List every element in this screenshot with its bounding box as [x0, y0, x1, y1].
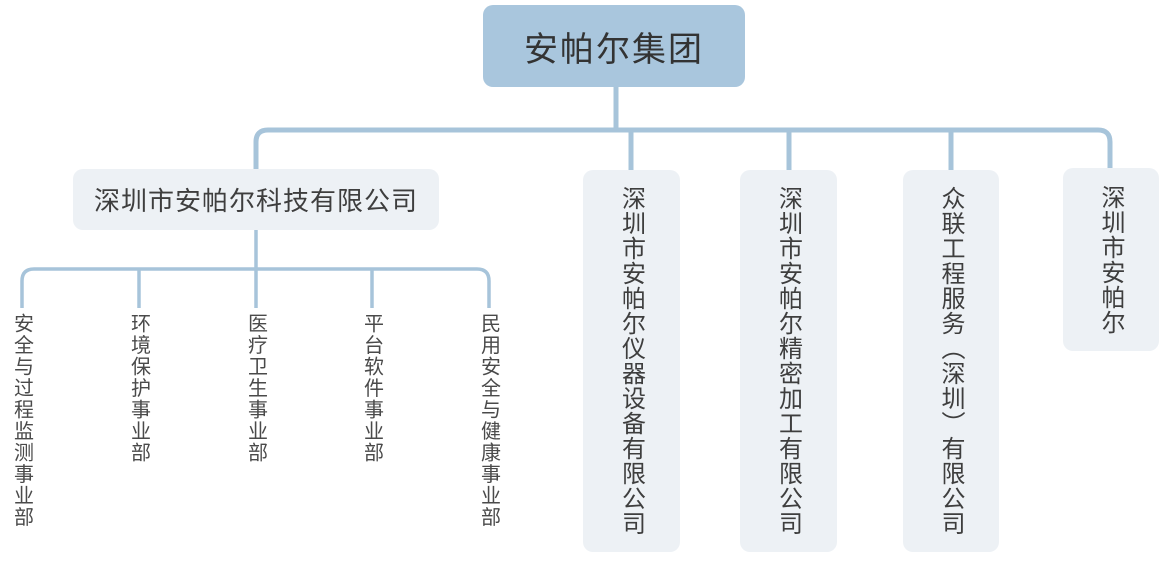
org-node-instrument-company: 深圳市安帕尔仪器设备有限公司	[583, 170, 680, 552]
dept-label-environmental-protection: 环境保护事业部	[127, 313, 152, 464]
org-node-precision-company-label: 深圳市安帕尔精密加工有限公司	[774, 186, 803, 536]
org-node-tech-company-label: 深圳市安帕尔科技有限公司	[93, 187, 418, 217]
dept-label-safety-process-monitoring: 安全与过程监测事业部	[10, 313, 35, 528]
org-node-zhonglian-company: 众联工程服务（深圳）有限公司	[903, 170, 999, 552]
org-node-zhonglian-company-label: 众联工程服务（深圳）有限公司	[937, 186, 965, 536]
org-node-instrument-company-label: 深圳市安帕尔仪器设备有限公司	[617, 186, 646, 536]
level2-connectors	[20, 229, 491, 308]
org-node-anpaer-company: 深圳市安帕尔	[1063, 168, 1159, 351]
org-node-root: 安帕尔集团	[483, 5, 745, 87]
dept-label-medical-health: 医疗卫生事业部	[244, 313, 269, 464]
org-node-anpaer-company-label: 深圳市安帕尔	[1097, 184, 1125, 335]
org-node-tech-company: 深圳市安帕尔科技有限公司	[73, 169, 439, 230]
org-node-root-label: 安帕尔集团	[524, 29, 704, 70]
org-node-precision-company: 深圳市安帕尔精密加工有限公司	[740, 170, 837, 552]
dept-label-civil-safety-health: 民用安全与健康事业部	[477, 313, 502, 528]
level1-connectors	[253, 86, 1113, 171]
dept-label-platform-software: 平台软件事业部	[360, 313, 385, 464]
